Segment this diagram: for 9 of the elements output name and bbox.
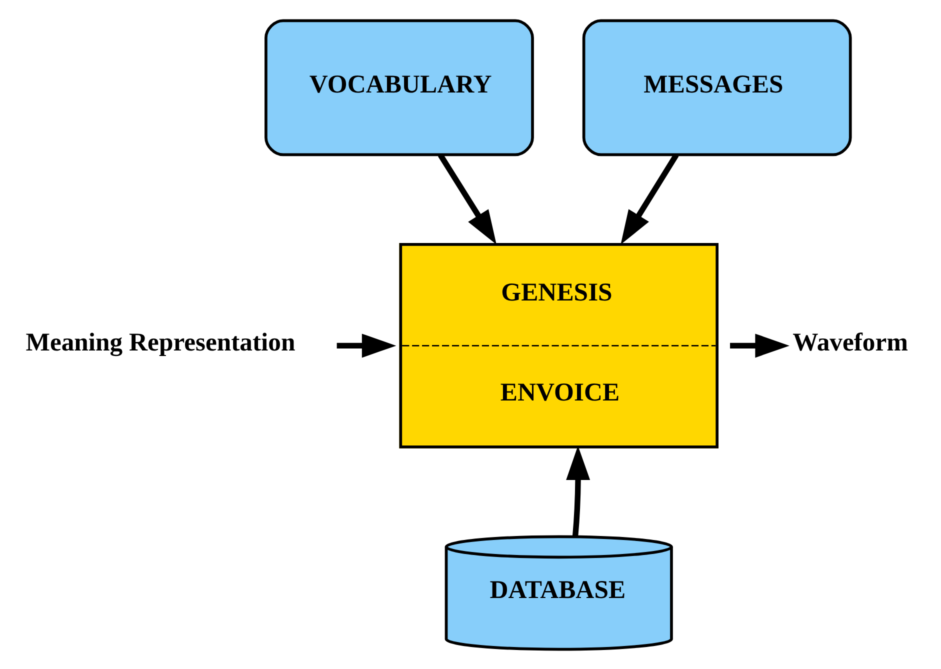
node-box: MESSAGES [582,18,852,156]
node-box: VOCABULARY [264,18,534,156]
node-text: Waveform [792,327,908,356]
arrow [336,333,396,358]
arrow [438,152,496,244]
node-text: Meaning Representation [26,327,296,356]
arrow [620,152,679,244]
arrow [730,333,790,358]
arrow [566,445,590,536]
